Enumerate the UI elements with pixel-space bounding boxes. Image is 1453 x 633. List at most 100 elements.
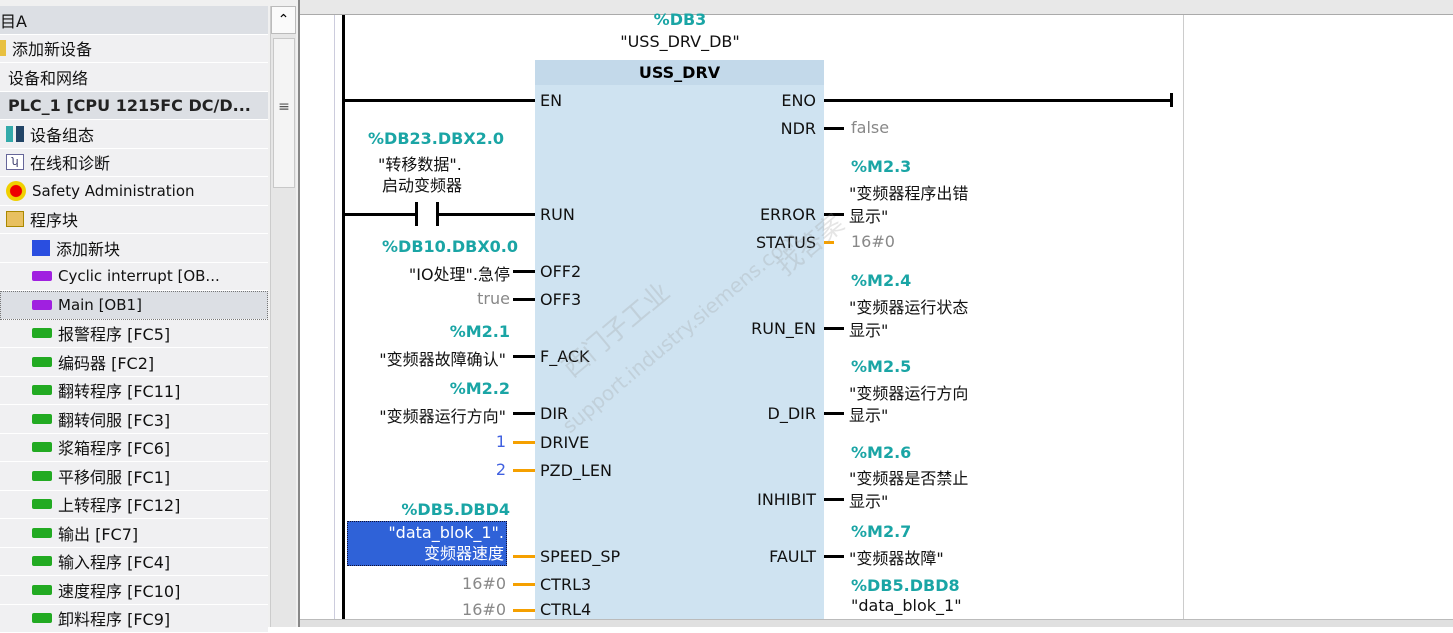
block-title: USS_DRV	[535, 60, 824, 85]
horizontal-scrollbar[interactable]	[300, 619, 1453, 627]
tree-project[interactable]: 目A	[0, 6, 268, 35]
pin-eno: ENO	[781, 91, 816, 110]
rail-guide	[334, 15, 335, 627]
status-value[interactable]: 16#0	[851, 232, 895, 251]
tree-label: 在线和诊断	[30, 150, 110, 174]
tree-plc[interactable]: PLC_1 [CPU 1215FC DC/D...	[0, 92, 268, 121]
fault-tag[interactable]: "变频器故障"	[849, 545, 944, 569]
fc-block-icon	[32, 613, 52, 623]
tree-block[interactable]: Cyclic interrupt [OB...	[0, 263, 268, 292]
tree-block[interactable]: 上转程序 [FC12]	[0, 491, 268, 520]
fc-block-icon	[32, 556, 52, 566]
safety-icon	[6, 181, 26, 201]
wire-en	[345, 99, 535, 102]
d-dir-tag[interactable]: "变频器运行方向	[849, 380, 968, 404]
ladder-editor: %DB3 "USS_DRV_DB" USS_DRV EN %DB23.DBX2.…	[298, 0, 1453, 627]
ob-block-icon	[32, 271, 52, 281]
ctrl4-value[interactable]: 16#0	[462, 600, 506, 619]
f-ack-tag[interactable]: "变频器故障确认"	[379, 346, 506, 370]
tree-block-main[interactable]: Main [OB1]	[0, 291, 268, 320]
tree-block[interactable]: 编码器 [FC2]	[0, 348, 268, 377]
run-en-tag-2: 显示"	[849, 317, 888, 341]
run-address: %DB23.DBX2.0	[368, 129, 504, 148]
run-en-tag[interactable]: "变频器运行状态	[849, 294, 968, 318]
tree-safety-admin[interactable]: Safety Administration	[0, 177, 268, 206]
instance-db-name[interactable]: "USS_DRV_DB"	[600, 32, 760, 51]
diagnostics-icon: ʮ	[6, 154, 24, 170]
tree-block[interactable]: 翻转程序 [FC11]	[0, 377, 268, 406]
tree-add-block[interactable]: 添加新块	[0, 234, 268, 263]
fc-block-icon	[32, 357, 52, 367]
wire-ndr	[824, 127, 844, 130]
pin-drive: DRIVE	[540, 433, 589, 452]
contact-no-icon[interactable]	[415, 202, 439, 226]
speed-sp-address: %DB5.DBD4	[401, 500, 510, 519]
pin-fault: FAULT	[769, 547, 816, 566]
pin-d-dir: D_DIR	[768, 404, 816, 423]
error-address: %M2.3	[851, 157, 911, 176]
wire-off2	[513, 270, 535, 273]
pin-run: RUN	[540, 205, 575, 224]
drive-value[interactable]: 1	[496, 432, 506, 451]
tree-label: 翻转程序 [FC11]	[58, 378, 180, 402]
add-block-icon	[32, 240, 50, 256]
tree-block[interactable]: 速度程序 [FC10]	[0, 576, 268, 605]
fault-address: %M2.7	[851, 522, 911, 541]
fc-block-icon	[32, 499, 52, 509]
fc-block-icon	[32, 385, 52, 395]
pzd-len-value[interactable]: 2	[496, 460, 506, 479]
dir-address: %M2.2	[450, 379, 510, 398]
error-tag[interactable]: "变频器程序出错	[849, 180, 968, 204]
tree-block[interactable]: 报警程序 [FC5]	[0, 320, 268, 349]
tree-block[interactable]: 平移伺服 [FC1]	[0, 462, 268, 491]
editor-toolbar	[300, 0, 1453, 15]
tree-label: 浆箱程序 [FC6]	[58, 435, 170, 459]
tree-device-config[interactable]: 设备组态	[0, 120, 268, 149]
off3-value[interactable]: true	[477, 289, 510, 308]
tree-label: 编码器 [FC2]	[58, 350, 154, 374]
pin-en: EN	[540, 91, 562, 110]
tree-label: Cyclic interrupt [OB...	[58, 267, 220, 285]
tree-block[interactable]: 输入程序 [FC4]	[0, 548, 268, 577]
tree-block[interactable]: 浆箱程序 [FC6]	[0, 434, 268, 463]
tree-label: Main [OB1]	[58, 296, 142, 314]
scroll-thumb[interactable]: ≡	[273, 38, 295, 188]
off2-tag[interactable]: "IO处理".急停	[409, 261, 510, 285]
pin-off3: OFF3	[540, 290, 581, 309]
tree-label: 目A	[0, 8, 27, 32]
tree-add-device[interactable]: 添加新设备	[0, 35, 268, 64]
wire-dir	[513, 412, 535, 415]
pin-ctrl3: CTRL3	[540, 575, 591, 594]
wire-fault	[824, 555, 844, 558]
dir-tag[interactable]: "变频器运行方向"	[379, 403, 506, 427]
fc-block-icon	[32, 328, 52, 338]
tree-scrollbar[interactable]: ⌃ ≡	[270, 6, 296, 627]
add-device-icon	[0, 40, 6, 56]
tree-devices-networks[interactable]: 设备和网络	[0, 63, 268, 92]
tree-block[interactable]: 翻转伺服 [FC3]	[0, 405, 268, 434]
scroll-up-button[interactable]: ⌃	[271, 6, 296, 34]
tree-label: 报警程序 [FC5]	[58, 321, 170, 345]
output-tag[interactable]: "data_blok_1"	[851, 596, 962, 615]
inhibit-address: %M2.6	[851, 443, 911, 462]
inhibit-tag[interactable]: "变频器是否禁止	[849, 465, 968, 489]
tree-label: 设备和网络	[8, 65, 88, 89]
fc-block-icon	[32, 414, 52, 424]
project-tree: 目A 添加新设备 设备和网络 PLC_1 [CPU 1215FC DC/D...…	[0, 0, 298, 627]
wire-run-en	[824, 327, 844, 330]
ndr-value[interactable]: false	[851, 118, 889, 137]
tree-program-blocks[interactable]: 程序块	[0, 206, 268, 235]
tree-block[interactable]: 卸料程序 [FC9]	[0, 605, 268, 633]
wire-end	[1170, 93, 1173, 107]
wire-off3	[513, 298, 535, 301]
wire-d-dir	[824, 412, 844, 415]
tree-label: 翻转伺服 [FC3]	[58, 407, 170, 431]
speed-sp-operand-selected[interactable]: "data_blok_1". 变频器速度	[347, 521, 507, 566]
project-tree-list: 目A 添加新设备 设备和网络 PLC_1 [CPU 1215FC DC/D...…	[0, 6, 268, 633]
d-dir-address: %M2.5	[851, 357, 911, 376]
tree-block[interactable]: 输出 [FC7]	[0, 519, 268, 548]
inhibit-tag-2: 显示"	[849, 488, 888, 512]
tree-label: 上转程序 [FC12]	[58, 492, 180, 516]
ctrl3-value[interactable]: 16#0	[462, 574, 506, 593]
tree-online-diagnostics[interactable]: ʮ 在线和诊断	[0, 149, 268, 178]
